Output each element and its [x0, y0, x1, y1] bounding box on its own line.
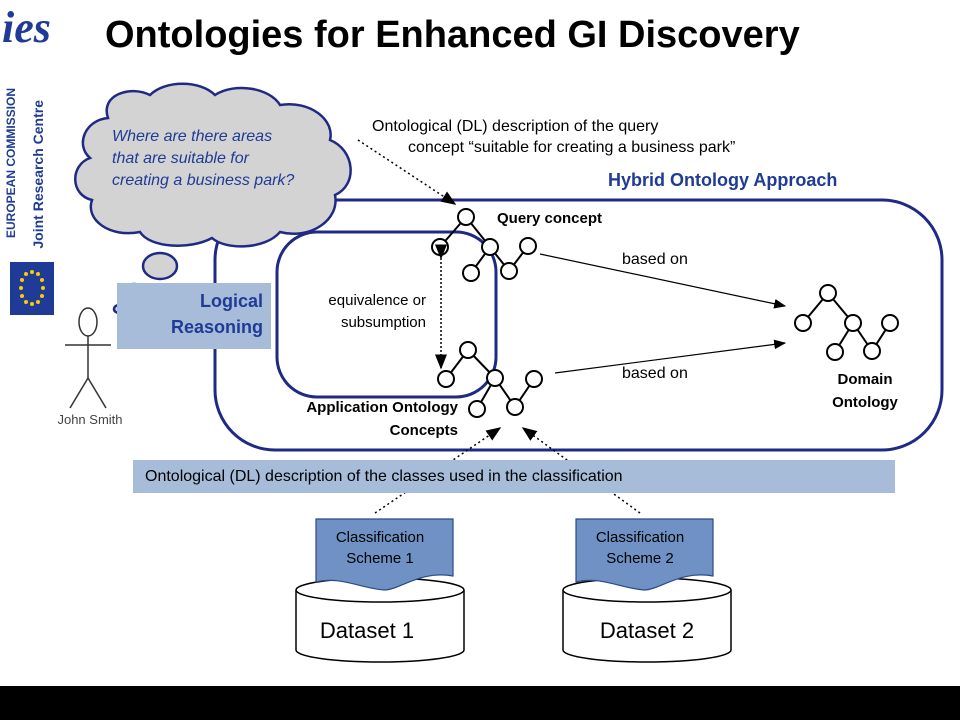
relation-line1: equivalence or: [328, 292, 426, 309]
jrc-logo-text: Joint Research Centre: [30, 100, 46, 249]
domain-ontology-line1: Domain: [837, 371, 893, 388]
application-container: [275, 230, 498, 399]
query-concept-tree: [431, 208, 537, 282]
application-ontology-tree: [437, 341, 543, 418]
ec-logo-text: EUROPEAN COMMISSION: [4, 88, 18, 239]
scheme1-line1: Classification: [335, 529, 425, 546]
application-ontology-label: Application Ontology Concepts: [240, 396, 458, 442]
dataset2-label: Dataset 2: [599, 618, 695, 643]
domain-ontology-tree: [794, 284, 899, 361]
based-on-label-1: based on: [622, 251, 688, 268]
ec-logo: EUROPEAN COMMISSION: [4, 88, 26, 248]
classification-description-bar: Ontological (DL) description of the clas…: [133, 460, 895, 493]
domain-ontology-label: Domain Ontology: [800, 368, 930, 414]
query-description-line1: Ontological (DL) description of the quer…: [372, 118, 659, 135]
eu-flag: [10, 262, 54, 315]
person-figure: [65, 307, 111, 409]
scheme2-line1: Classification: [595, 529, 685, 546]
ies-logo: ies: [2, 3, 51, 52]
query-description-pointer: [357, 139, 457, 205]
scheme1-line2: Scheme 1: [346, 550, 414, 567]
application-ontology-line2: Concepts: [389, 422, 458, 439]
relation-label: equivalence or subsumption: [278, 290, 426, 334]
query-description: Ontological (DL) description of the quer…: [372, 116, 735, 158]
footer-bar: [0, 686, 960, 720]
thought-text: Where are there areas that are suitable …: [112, 128, 295, 189]
scheme1-label: Classification Scheme 1: [311, 527, 449, 569]
slide-title: Ontologies for Enhanced GI Discovery: [105, 14, 800, 56]
thought-cloud: [74, 82, 352, 315]
hybrid-approach-label: Hybrid Ontology Approach: [608, 170, 838, 190]
scheme2-document: [575, 518, 714, 591]
domain-ontology-line2: Ontology: [832, 394, 898, 411]
relation-line2: subsumption: [340, 314, 426, 331]
application-ontology-line1: Application Ontology: [306, 399, 458, 416]
logical-reasoning-box: Logical Reasoning: [117, 283, 271, 349]
query-description-line2: concept “suitable for creating a busines…: [408, 139, 736, 156]
logical-reasoning-line2: Reasoning: [170, 317, 263, 337]
person-name: John Smith: [57, 412, 123, 427]
scheme2-line2: Scheme 2: [606, 550, 674, 567]
scheme2-pointer: [521, 427, 641, 514]
scheme1-document: [315, 518, 454, 591]
dataset1-label: Dataset 1: [319, 618, 415, 643]
scheme2-label: Classification Scheme 2: [571, 527, 709, 569]
based-on-arrow-1: [539, 253, 787, 309]
query-concept-label: Query concept: [497, 210, 603, 227]
logical-reasoning-line1: Logical: [199, 291, 263, 311]
based-on-label-2: based on: [622, 365, 688, 382]
based-on-arrow-2: [554, 339, 787, 374]
